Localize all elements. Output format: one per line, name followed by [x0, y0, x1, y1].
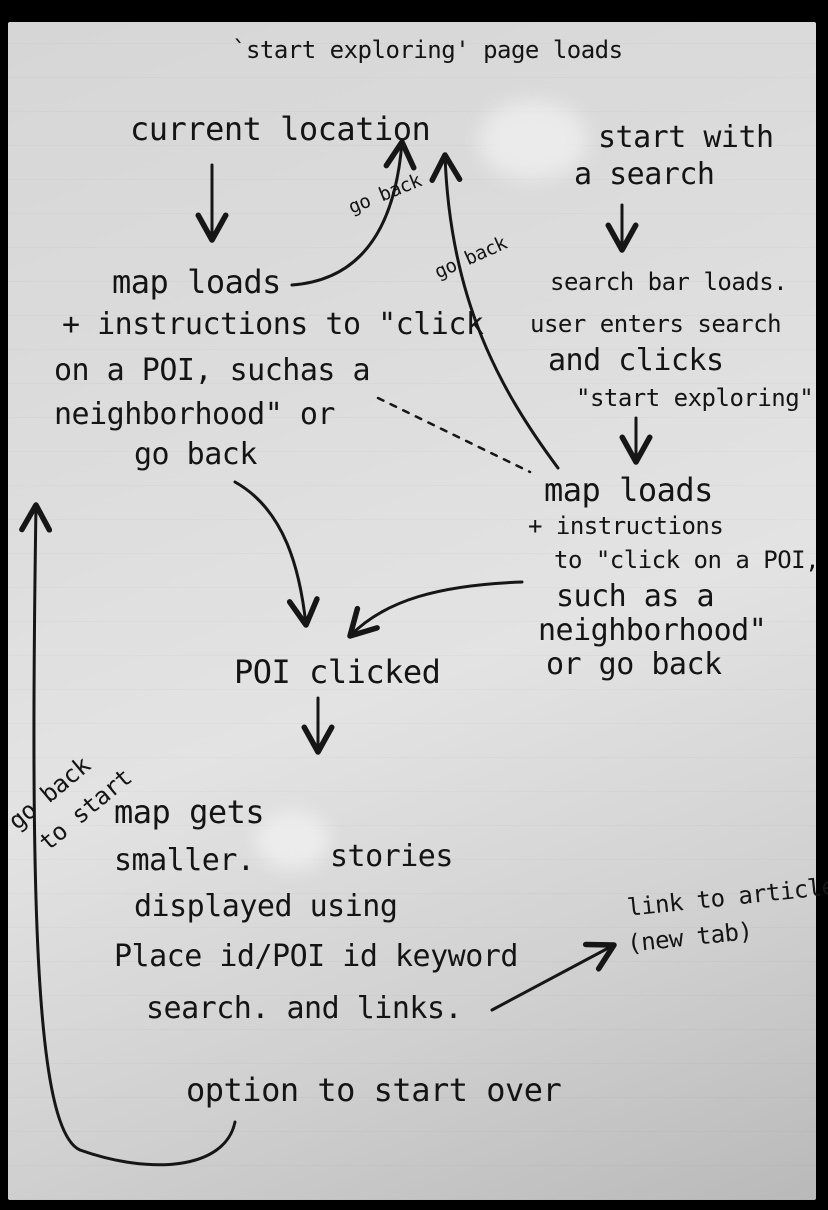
text-line: go back	[134, 437, 257, 472]
text-line: "start exploring"	[576, 384, 814, 412]
text-line: search. and links.	[146, 991, 463, 1026]
text-line: map loads	[112, 263, 281, 301]
paper-sheet	[8, 22, 816, 1200]
text-line: displayed using	[134, 889, 398, 924]
node-current-location: current location	[130, 110, 431, 148]
text-line: neighborhood" or	[54, 397, 335, 432]
text-line: on a POI, suchas a	[54, 353, 371, 388]
arrow-left-map-to-poi	[233, 480, 320, 628]
paper-lines	[8, 22, 816, 1200]
arrow-right-map-to-poi	[347, 580, 524, 639]
text-line: search bar loads.	[550, 268, 788, 296]
arrow-to-article	[490, 941, 617, 1012]
arrow-start-over-loop	[19, 502, 237, 1167]
text-line: + instructions	[528, 512, 724, 540]
text-line: start with	[598, 120, 774, 155]
arrow-go-back-right	[429, 152, 560, 470]
text-line: or go back	[546, 647, 722, 682]
text-line: map gets	[114, 793, 265, 831]
text-line: and clicks	[548, 343, 724, 378]
text-line: such as a	[556, 579, 715, 614]
text-line: Place id/POI id keyword	[114, 939, 518, 974]
text-line: to "click on a POI,	[554, 546, 820, 574]
node-poi-clicked: POI clicked	[234, 653, 441, 691]
node-option-start-over: option to start over	[186, 1071, 562, 1109]
text-line: + instructions to "click	[62, 307, 484, 342]
text-line: smaller.	[114, 843, 255, 878]
dashed-connector	[376, 396, 532, 474]
text-line: stories	[330, 839, 453, 874]
text-line: user enters search	[530, 310, 782, 338]
arrow-go-back-left	[290, 139, 417, 287]
text-line: map loads	[544, 471, 713, 509]
text-line: a search	[574, 157, 715, 192]
redaction-smudge	[255, 810, 330, 870]
page-title: `start exploring' page loads	[232, 36, 623, 64]
redaction-smudge	[478, 100, 588, 180]
text-line: neighborhood"	[538, 613, 767, 648]
